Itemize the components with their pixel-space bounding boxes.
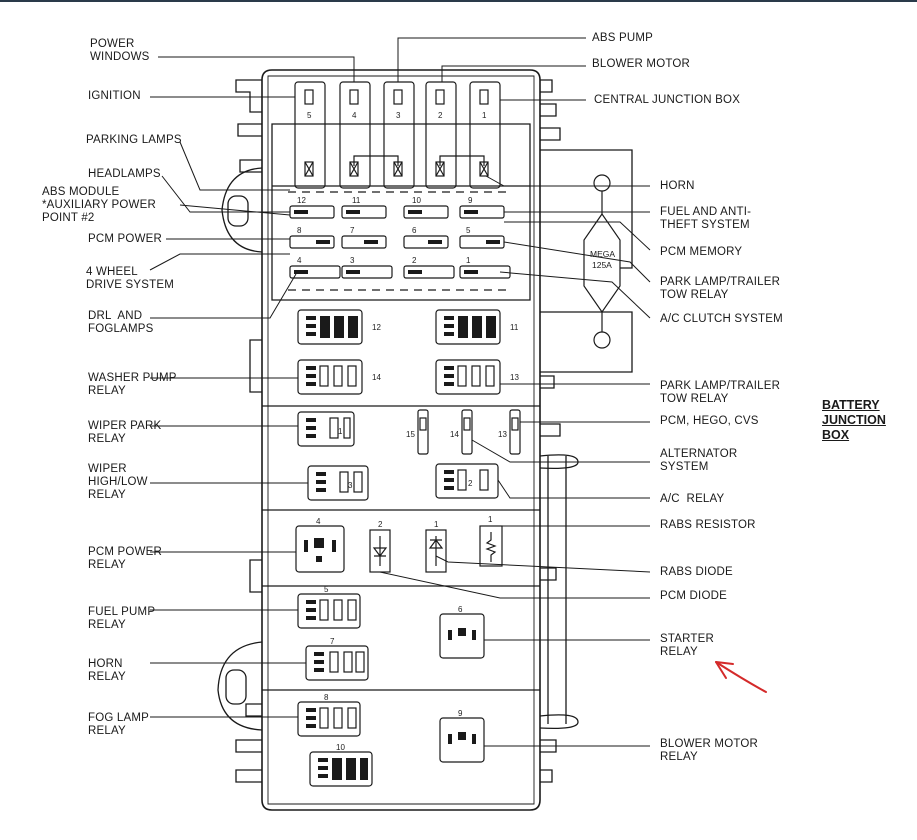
- title-line: JUNCTION: [822, 413, 886, 427]
- relay-number: 11: [510, 323, 519, 332]
- label-blower-motor-relay: BLOWER MOTOR RELAY: [660, 738, 759, 763]
- label-headlamps: HEADLAMPS: [88, 168, 161, 180]
- mini-fuse-number: 4: [297, 256, 302, 265]
- label-alternator-system: ALTERNATOR SYSTEM: [660, 448, 738, 473]
- label-pcm-memory: PCM MEMORY: [660, 246, 743, 258]
- mini-fuse-blades: [294, 210, 500, 274]
- mini-fuse-number: 11: [352, 196, 361, 205]
- mini-fuse-number: 3: [350, 256, 355, 265]
- leader-lines: [149, 37, 651, 747]
- vertical-fuse-number: 15: [406, 430, 415, 439]
- label-rabs-diode: RABS DIODE: [660, 566, 733, 578]
- maxi-fuse-number: 1: [482, 111, 487, 120]
- relay-number: 7: [330, 637, 335, 646]
- relay-numbers: 12 11 14 13 1 3 2 4 5 7 8 10 6 9 15 14 1…: [316, 323, 519, 752]
- diode-number: 2: [378, 520, 383, 529]
- label-blower-motor: BLOWER MOTOR: [592, 58, 691, 70]
- maxi-fuse-number: 2: [438, 111, 443, 120]
- diode-number: 1: [488, 515, 493, 524]
- label-fuel-pump-relay: FUEL PUMP RELAY: [88, 606, 156, 631]
- mini-fuse-number: 6: [412, 226, 417, 235]
- label-rabs-resistor: RABS RESISTOR: [660, 519, 756, 531]
- vertical-fuse-number: 14: [450, 430, 459, 439]
- maxi-fuse-number: 3: [396, 111, 401, 120]
- label-ignition: IGNITION: [88, 90, 141, 102]
- mega-fuse-rating: 125A: [592, 260, 612, 270]
- label-starter-relay: STARTER RELAY: [660, 633, 715, 658]
- label-fog-lamp-relay: FOG LAMP RELAY: [88, 712, 150, 737]
- label-washer-pump-relay: WASHER PUMP RELAY: [88, 372, 177, 397]
- title-line: BATTERY: [822, 398, 880, 412]
- mini-fuse-number: 10: [412, 196, 421, 205]
- label-parking-lamps: PARKING LAMPS: [86, 134, 182, 146]
- relay-number: 12: [372, 323, 381, 332]
- maxi-fuse-number: 4: [352, 111, 357, 120]
- mini-fuse-grid: [289, 205, 511, 279]
- mini-fuse-number: 5: [466, 226, 471, 235]
- mega-fuse: [583, 174, 621, 349]
- label-abs-pump: ABS PUMP: [592, 32, 654, 44]
- vertical-fuse-number: 13: [498, 430, 507, 439]
- maxi-fuse-numbers: 5 4 3 2 1: [307, 111, 487, 120]
- label-abs-module: ABS MODULE *AUXILIARY POWER POINT #2: [42, 186, 156, 224]
- mini-fuse-number: 8: [297, 226, 302, 235]
- label-drl-foglamps: DRL AND FOGLAMPS: [88, 310, 154, 335]
- relay-number: 9: [458, 709, 463, 718]
- mega-fuse-label: MEGA: [590, 249, 615, 259]
- label-wiper-high-low-relay: WIPER HIGH/LOW RELAY: [88, 463, 148, 501]
- relay-open-terminals: [319, 365, 519, 729]
- label-horn-relay: HORN RELAY: [88, 658, 126, 683]
- maxi-fuse-number: 5: [307, 111, 312, 120]
- label-horn: HORN: [660, 180, 695, 192]
- maxi-fuse-row: [294, 81, 501, 189]
- mini-fuse-number: 1: [466, 256, 471, 265]
- relay-number: 8: [324, 693, 329, 702]
- relay-number: 14: [372, 373, 381, 382]
- mini-fuse-number: 9: [468, 196, 473, 205]
- label-park-lamp-trailer-tow-relay-1: PARK LAMP/TRAILER TOW RELAY: [660, 276, 781, 301]
- relay-number: 6: [458, 605, 463, 614]
- label-pcm-hego-cvs: PCM, HEGO, CVS: [660, 415, 759, 427]
- label-park-lamp-trailer-tow-relay-2: PARK LAMP/TRAILER TOW RELAY: [660, 380, 781, 405]
- relay-number: 2: [468, 479, 473, 488]
- title-line: BOX: [822, 428, 850, 442]
- label-ac-clutch-system: A/C CLUTCH SYSTEM: [660, 313, 783, 325]
- relay-number: 3: [348, 481, 353, 490]
- relay-number: 1: [338, 427, 343, 436]
- relay-number: 10: [336, 743, 345, 752]
- label-pcm-diode: PCM DIODE: [660, 590, 727, 602]
- relay-terminals: [304, 316, 496, 780]
- label-power-windows: POWER WINDOWS: [90, 38, 150, 63]
- mini-fuse-number: 12: [297, 196, 306, 205]
- label-central-junction-box: CENTRAL JUNCTION BOX: [594, 94, 741, 106]
- mini-fuse-numbers: 12 11 10 9 8 7 6 5 4 3 2 1: [297, 196, 473, 265]
- label-fuel-anti-theft: FUEL AND ANTI- THEFT SYSTEM: [660, 206, 752, 231]
- label-ac-relay: A/C RELAY: [660, 493, 725, 505]
- relay-number: 13: [510, 373, 519, 382]
- mini-fuse-number: 7: [350, 226, 355, 235]
- label-4-wheel-drive: 4 WHEEL DRIVE SYSTEM: [86, 266, 175, 291]
- diagram-title: BATTERY JUNCTION BOX: [822, 398, 886, 443]
- mini-fuse-number: 2: [412, 256, 417, 265]
- relay-number: 4: [316, 517, 321, 526]
- box-outline: [217, 69, 633, 811]
- top-border: [0, 0, 917, 2]
- relay-number: 5: [324, 585, 329, 594]
- label-pcm-power: PCM POWER: [88, 233, 162, 245]
- label-pcm-power-relay: PCM POWER RELAY: [88, 546, 162, 571]
- diode-number: 1: [434, 520, 439, 529]
- annotation-arrow: [715, 661, 767, 693]
- label-wiper-park-relay: WIPER PARK RELAY: [88, 420, 162, 445]
